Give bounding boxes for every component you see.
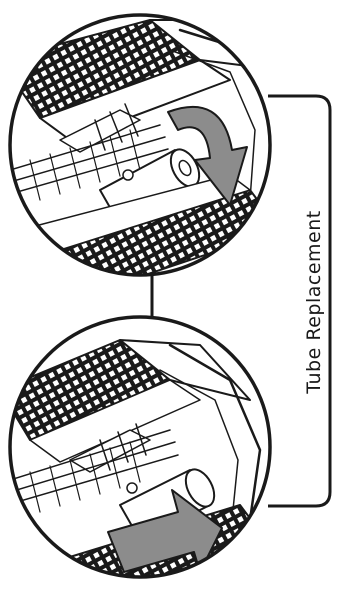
tube-replacement-label: Tube Replacement xyxy=(303,210,325,394)
panel-step-2 xyxy=(0,317,270,597)
panel-step-1 xyxy=(0,15,280,290)
